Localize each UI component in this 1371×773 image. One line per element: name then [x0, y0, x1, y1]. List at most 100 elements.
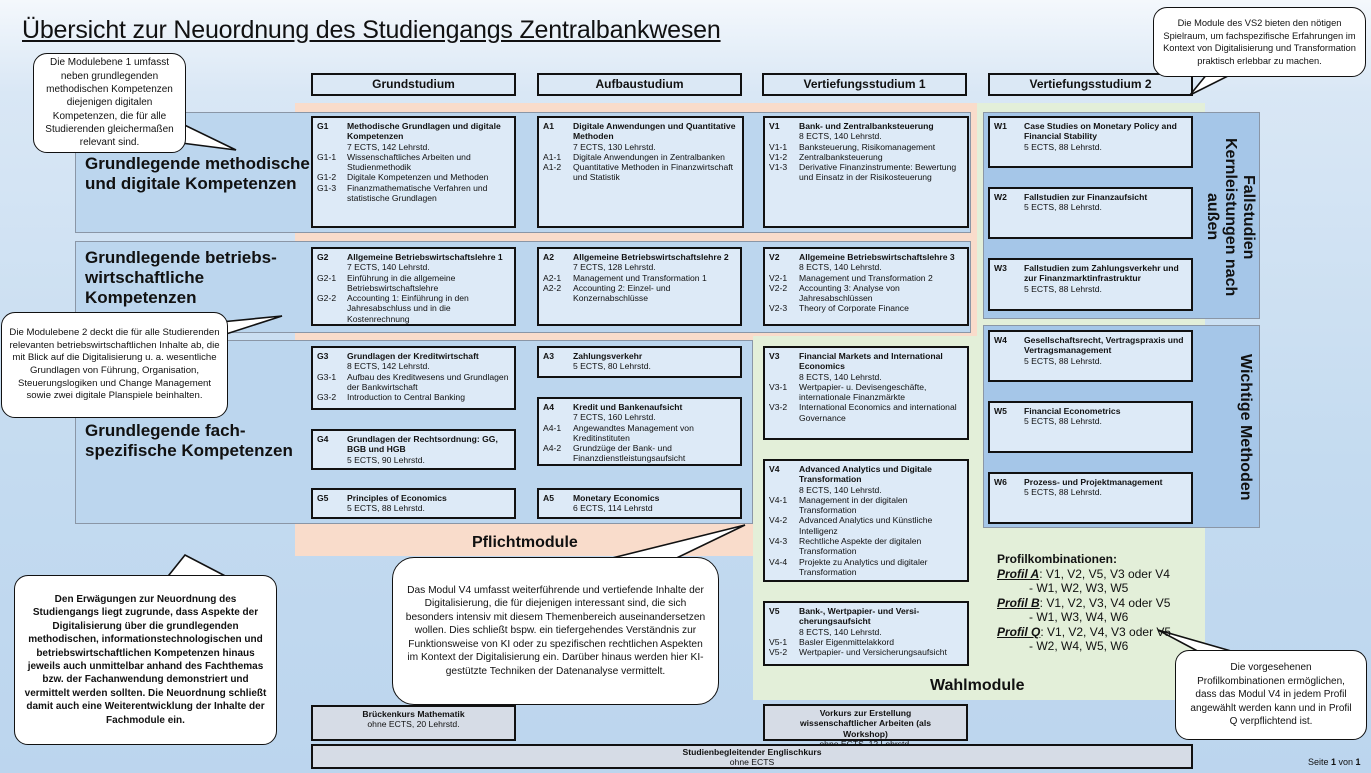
- profil-q-w: - W2, W4, W5, W6: [1029, 639, 1129, 653]
- submodule-code: G2-1: [317, 272, 337, 283]
- module-ects-row: 8 ECTS, 140 Lehrstd.: [769, 131, 963, 141]
- submodule-code: G3-1: [317, 371, 337, 382]
- module-code: G4: [317, 434, 329, 444]
- submodule-code: V1-3: [769, 162, 788, 173]
- submodule-code: A1-2: [543, 162, 562, 173]
- submodule-title: Digitale Kompetenzen und Methoden: [347, 172, 489, 183]
- module-title: Allgemeine Betriebswirtschaftslehre 2: [573, 252, 729, 262]
- page-number: 1: [1331, 757, 1337, 767]
- submodule-title: Derivative Finanzinstrumente: Bewertung …: [799, 162, 957, 183]
- module-code: V2: [769, 252, 780, 262]
- module-ects: 8 ECTS, 142 Lehrstd.: [347, 361, 430, 372]
- module-ects-row: 5 ECTS, 88 Lehrstd.: [994, 142, 1187, 152]
- module-ects-row: 8 ECTS, 142 Lehrstd.: [317, 361, 510, 371]
- submodule-title: Rechtliche Aspekte der digitalen Transfo…: [799, 536, 922, 557]
- englischkurs-title: Studienbegleitender Englischkurs: [682, 747, 822, 757]
- submodule-code: A2-1: [543, 272, 562, 283]
- module-ects-row: 7 ECTS, 160 Lehrstd.: [543, 412, 736, 422]
- brueckenkurs-info: ohne ECTS, 20 Lehrstd.: [367, 719, 460, 730]
- profil-q: Profil Q: V1, V2, V4, V3 oder V5: [997, 624, 1172, 639]
- module-header: W4 Gesellschaftsrecht, Vertragspraxis und…: [994, 335, 1187, 356]
- module-ects-row: 7 ECTS, 142 Lehrstd.: [317, 142, 510, 152]
- module-title: Grundlagen der Kreditwirtschaft: [347, 351, 479, 361]
- module-title: Case Studies on Monetary Policy and Fina…: [1024, 121, 1177, 142]
- module-ects-row: 8 ECTS, 140 Lehrstd.: [769, 372, 963, 382]
- submodule-code: V5-1: [769, 636, 788, 647]
- module-ects-row: 5 ECTS, 88 Lehrstd.: [994, 284, 1187, 294]
- submodule-title: International Economics and internationa…: [799, 402, 957, 423]
- row-label-fachspezifisch: Grundlegende fach-spezifische Kompetenze…: [85, 421, 293, 460]
- module-code: W2: [994, 192, 1007, 202]
- submodule-code: V3-1: [769, 381, 788, 392]
- module-ects: 7 ECTS, 160 Lehrstd.: [573, 412, 656, 423]
- module-title: Bank-, Wertpapier- und Versi-cherungsauf…: [799, 606, 920, 627]
- module-code: W3: [994, 263, 1007, 273]
- callout-profilkombinationen: Die vorgesehenen Profilkombinationen erm…: [1175, 650, 1367, 740]
- submodule-code: V1-1: [769, 141, 788, 152]
- module-ects-row: 6 ECTS, 114 Lehrstd: [543, 503, 736, 513]
- submodule-code: V3-2: [769, 402, 788, 413]
- module-code: W4: [994, 335, 1007, 345]
- module-ects-row: 5 ECTS, 90 Lehrstd.: [317, 455, 510, 465]
- submodule-title: Wertpapier- und Versicherungsaufsicht: [799, 647, 947, 658]
- module-title: Advanced Analytics und Digitale Transfor…: [799, 464, 932, 485]
- row-label-methodisch: Grundlegende methodische und digitale Ko…: [85, 154, 310, 193]
- submodule: V2-2 Accounting 3: Analyse von Jahresabsc…: [769, 283, 963, 304]
- profil-a: Profil A: V1, V2, V5, V3 oder V4: [997, 566, 1170, 581]
- submodule-title: Einführung in die allgemeine Betriebswir…: [347, 272, 456, 293]
- module-ects-row: 8 ECTS, 140 Lehrstd.: [769, 262, 963, 272]
- module-code: A1: [543, 121, 554, 131]
- profilkombinationen: Profilkombinationen: Profil A: V1, V2, V…: [997, 552, 1171, 654]
- pflichtmodule-label: Pflichtmodule: [472, 534, 578, 551]
- module-ects-row: 7 ECTS, 130 Lehrstd.: [543, 142, 738, 152]
- module-title: Fallstudien zur Finanzaufsicht: [1024, 192, 1148, 202]
- submodule-code: V5-2: [769, 647, 788, 658]
- module-title: Bank- und Zentralbanksteuerung: [799, 121, 934, 131]
- module-title: Zahlungsverkehr: [573, 351, 643, 361]
- module-ects-row: 5 ECTS, 88 Lehrstd.: [994, 356, 1187, 366]
- submodule: V1-3 Derivative Finanzinstrumente: Bewert…: [769, 162, 963, 183]
- brueckenkurs-title: Brückenkurs Mathematik: [362, 709, 465, 719]
- module-ects-row: 5 ECTS, 88 Lehrstd.: [994, 202, 1187, 212]
- submodule-code: V2-2: [769, 282, 788, 293]
- module-title: Principles of Economics: [347, 493, 447, 503]
- wahlmodule-label: Wahlmodule: [930, 677, 1025, 694]
- profil-heading: Profilkombinationen:: [997, 552, 1117, 566]
- module-ects-row: 5 ECTS, 80 Lehrstd.: [543, 361, 736, 371]
- module-ects: 5 ECTS, 88 Lehrstd.: [1024, 141, 1102, 152]
- module-title: Gesellschaftsrecht, Vertragspraxis und V…: [1024, 335, 1184, 356]
- module-ects: 8 ECTS, 140 Lehrstd.: [799, 131, 882, 142]
- submodule-title: Accounting 3: Analyse von Jahresabschlüs…: [799, 282, 900, 304]
- vorkurs-box: Vorkurs zur Erstellung wissenschaftliche…: [763, 704, 968, 749]
- submodule-code: G1-3: [317, 182, 337, 193]
- submodule-title: Projekte zu Analytics und digitaler Tran…: [799, 556, 928, 577]
